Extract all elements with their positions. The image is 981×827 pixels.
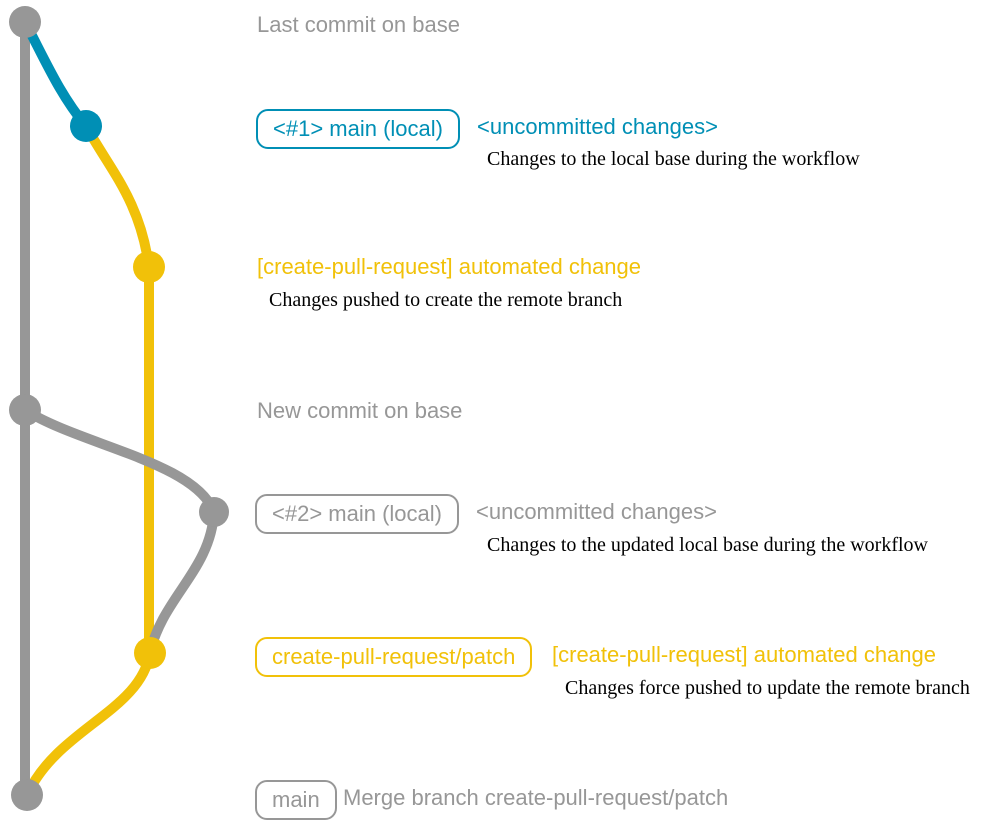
branch-tag-main-local-2: <#2> main (local) bbox=[255, 494, 459, 534]
commit-message-uncommitted-1: <uncommitted changes> bbox=[477, 114, 718, 139]
commit-dot-uncommitted-1 bbox=[70, 110, 102, 142]
branch-tag-main-local-1: <#1> main (local) bbox=[256, 109, 460, 149]
branch-tag-main: main bbox=[255, 780, 337, 820]
commit-message-automated-1: [create-pull-request] automated change bbox=[257, 254, 642, 279]
commit-dot-base-tip bbox=[9, 6, 41, 38]
commit-dot-merge bbox=[11, 779, 43, 811]
local-rebase-branch-line bbox=[20, 405, 219, 517]
pr-merge-line bbox=[22, 648, 155, 800]
commit-dot-uncommitted-2 bbox=[199, 497, 229, 527]
commit-message-automated-2: [create-pull-request] automated change bbox=[552, 642, 937, 667]
local-rebase-merge-line bbox=[145, 507, 219, 658]
annotation-uncommitted-1: Changes to the local base during the wor… bbox=[487, 148, 860, 170]
branch-tag-create-pull-request-patch: create-pull-request/patch bbox=[255, 637, 533, 677]
local-change-branch-line bbox=[20, 17, 91, 131]
annotation-automated-1: Changes pushed to create the remote bran… bbox=[269, 289, 623, 311]
commit-message-uncommitted-2: <uncommitted changes> bbox=[476, 499, 717, 524]
annotation-automated-2: Changes force pushed to update the remot… bbox=[565, 677, 970, 699]
commit-message-new-base: New commit on base bbox=[257, 398, 463, 423]
commit-dot-automated-2 bbox=[134, 637, 166, 669]
commit-dot-automated-1 bbox=[133, 251, 165, 283]
commit-dot-base-new bbox=[9, 394, 41, 426]
pr-branch-curve-line bbox=[81, 121, 154, 272]
commit-message-last-base: Last commit on base bbox=[257, 12, 460, 37]
commit-message-merge: Merge branch create-pull-request/patch bbox=[343, 785, 729, 810]
annotation-uncommitted-2: Changes to the updated local base during… bbox=[487, 534, 928, 556]
